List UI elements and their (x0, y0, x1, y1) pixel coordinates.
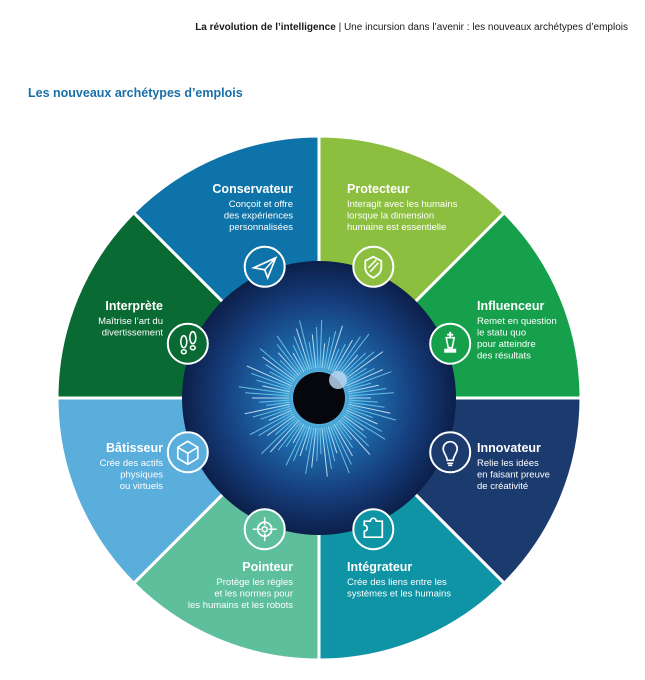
chess-king-icon (429, 322, 472, 365)
segment-desc-conservateur-0: Conçoit et offre (229, 199, 293, 210)
footprints-icon (166, 322, 209, 365)
segment-desc-conservateur-1: des expériences (224, 211, 293, 222)
segment-desc-interprete-0: Maîtrise l’art du (98, 316, 163, 327)
section-title: Les nouveaux archétypes d’emplois (28, 86, 243, 100)
segment-desc-influenceur-3: des résultats (477, 351, 531, 362)
segment-desc-innovateur-2: de créativité (477, 481, 528, 492)
segment-desc-batisseur-2: ou virtuels (120, 481, 164, 492)
segment-title-protecteur: Protecteur (347, 182, 410, 196)
cube-icon (166, 431, 209, 474)
segment-title-conservateur: Conservateur (212, 182, 293, 196)
target-icon (243, 508, 286, 551)
segment-desc-integrateur-1: systèmes et les humains (347, 589, 451, 600)
segment-desc-interprete-1: divertissement (102, 328, 164, 339)
segment-desc-influenceur-0: Remet en question (477, 316, 557, 327)
center-eye-image (182, 261, 456, 535)
segment-desc-batisseur-1: physiques (120, 470, 163, 481)
paper-plane-icon (243, 245, 286, 288)
header-separator: | (335, 22, 344, 33)
segment-desc-pointeur-1: et les normes pour (214, 589, 293, 600)
segment-desc-protecteur-0: Interagit avec les humains (347, 199, 458, 210)
segment-desc-innovateur-1: en faisant preuve (477, 470, 550, 481)
segment-desc-innovateur-0: Relie les idées (477, 458, 539, 469)
icons-layer (166, 245, 472, 551)
segment-desc-conservateur-2: personnalisées (229, 222, 293, 233)
segment-title-batisseur: Bâtisseur (106, 441, 163, 455)
shield-icon (352, 245, 395, 288)
header-title: La révolution de l’intelligence (195, 22, 336, 33)
segment-desc-influenceur-1: le statu quo (477, 328, 526, 339)
header-subtitle: Une incursion dans l’avenir : les nouvea… (343, 22, 628, 33)
segment-desc-protecteur-1: lorsque la dimension (347, 211, 434, 222)
segment-title-influenceur: Influenceur (477, 299, 545, 313)
segment-desc-integrateur-0: Crée des liens entre les (347, 577, 447, 588)
page-header: La révolution de l’intelligence | Une in… (195, 22, 628, 33)
segment-title-pointeur: Pointeur (242, 560, 293, 574)
segment-desc-influenceur-2: pour atteindre (477, 339, 536, 350)
puzzle-icon (352, 508, 395, 551)
lightbulb-icon (429, 431, 472, 474)
segment-desc-pointeur-0: Protège les règles (216, 577, 293, 588)
segment-title-interprete: Interprète (105, 299, 163, 313)
segment-desc-pointeur-2: les humains et les robots (188, 600, 293, 611)
segment-title-integrateur: Intégrateur (347, 560, 412, 574)
segment-title-innovateur: Innovateur (477, 441, 541, 455)
segment-desc-protecteur-2: humaine est essentielle (347, 222, 446, 233)
segment-desc-batisseur-0: Crée des actifs (100, 458, 164, 469)
